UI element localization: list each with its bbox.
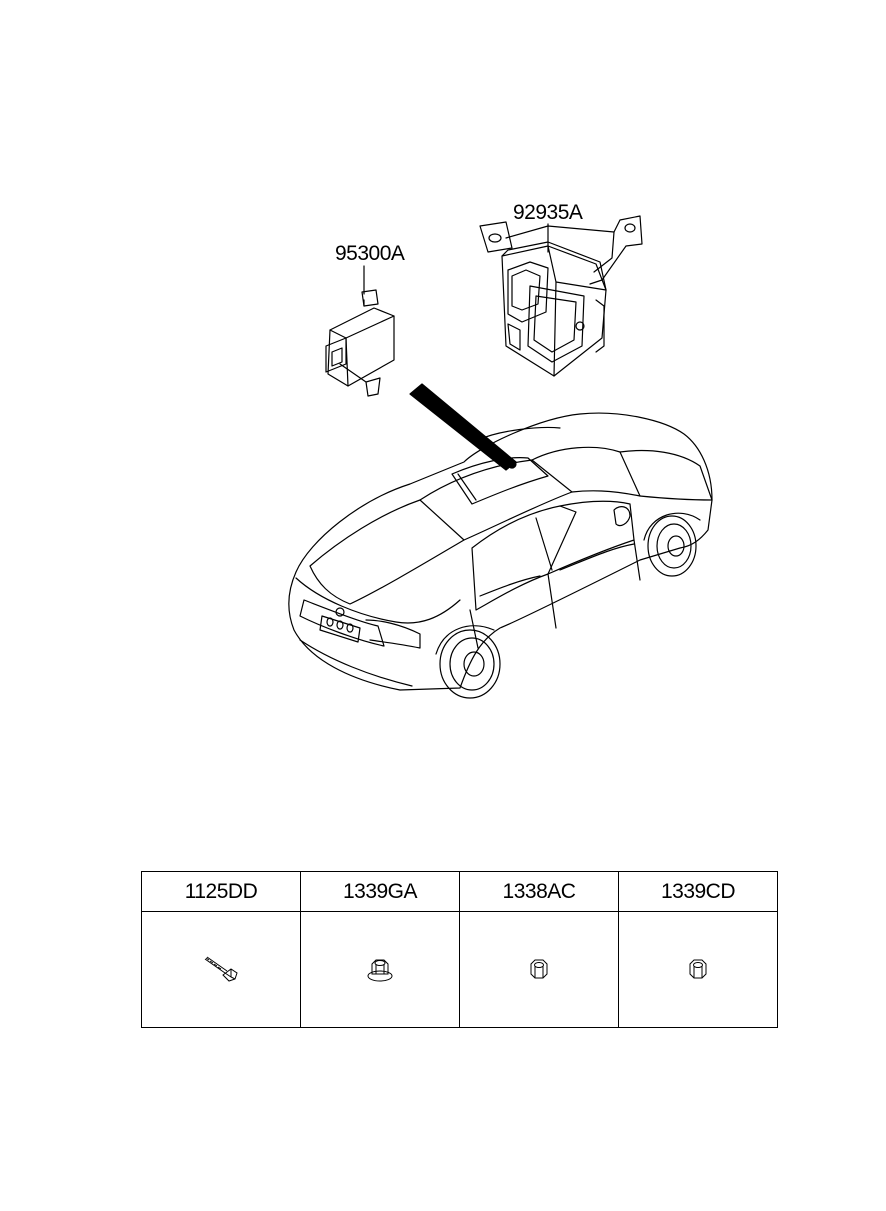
- fastener-table: 1125DD 1339GA 1338AC 1339CD: [141, 871, 778, 1028]
- callout-92935a: 92935A: [513, 201, 583, 224]
- location-pointer: [409, 383, 517, 471]
- fastener-header-row: 1125DD 1339GA 1338AC 1339CD: [141, 871, 778, 912]
- fastener-image-cell: [459, 911, 619, 1028]
- fastener-image-cell: [618, 911, 778, 1028]
- fastener-part-no: 1338AC: [459, 871, 619, 912]
- flange-nut-icon: [367, 959, 393, 981]
- fastener-image-cell: [300, 911, 460, 1028]
- fastener-image-cell: [141, 911, 301, 1028]
- fastener-part-no: 1339CD: [618, 871, 778, 912]
- fastener-part-no: 1125DD: [141, 871, 301, 912]
- bolt-icon: [204, 956, 238, 982]
- hex-nut-icon: [689, 959, 707, 978]
- module-95300a: [325, 265, 395, 397]
- fastener-part-no: 1339GA: [300, 871, 460, 912]
- hex-nut-icon: [530, 959, 548, 978]
- module-92935a: [479, 215, 643, 377]
- fastener-image-row: [141, 911, 778, 1028]
- callout-95300a: 95300A: [335, 242, 405, 265]
- car-illustration: [288, 412, 713, 699]
